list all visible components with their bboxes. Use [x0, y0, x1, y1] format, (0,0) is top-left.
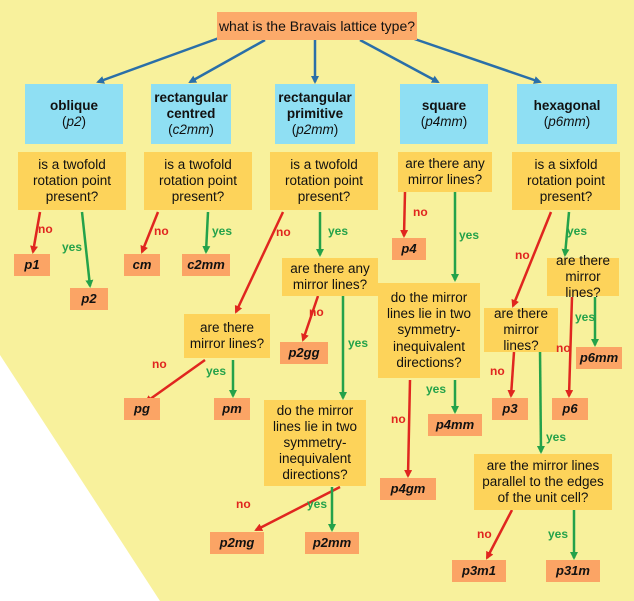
lattice-symbol: p2mm [296, 122, 334, 138]
lattice-oblique: oblique (p2) [25, 84, 123, 144]
lattice-rectangular-centred: rectangular centred (c2mm) [151, 84, 231, 144]
result-p3m1: p3m1 [452, 560, 506, 582]
label-yes: yes [212, 224, 233, 238]
result-p4gm: p4gm [380, 478, 436, 500]
result-p4mm: p4mm [428, 414, 482, 436]
label-no: no [154, 224, 169, 238]
lattice-name: rectangular primitive [278, 89, 352, 121]
lattice-name: rectangular centred [154, 89, 228, 121]
label-yes: yes [348, 336, 369, 350]
label-yes: yes [459, 228, 480, 242]
question-oblique-twofold: is a twofold rotation point present? [18, 152, 126, 210]
label-yes: yes [307, 497, 328, 511]
question-square-any-mirror: are there any mirror lines? [398, 152, 492, 192]
label-yes: yes [206, 364, 227, 378]
result-p1: p1 [14, 254, 50, 276]
arrow-root-hexagonal [399, 32, 542, 84]
question-primitive-any-mirror: are there any mirror lines? [282, 258, 378, 296]
lattice-rectangular-primitive: rectangular primitive (p2mm) [275, 84, 355, 144]
label-yes: yes [575, 310, 596, 324]
result-c2mm: c2mm [182, 254, 230, 276]
lattice-symbol: c2mm [172, 122, 210, 138]
label-no: no [38, 222, 53, 236]
label-no: no [276, 225, 291, 239]
label-no: no [236, 497, 251, 511]
label-no: no [309, 305, 324, 319]
arrow-root-centred [188, 38, 266, 84]
label-yes: yes [567, 224, 588, 238]
label-yes: yes [62, 240, 83, 254]
result-p31m: p31m [546, 560, 600, 582]
result-p2mm: p2mm [305, 532, 359, 554]
label-no: no [413, 205, 428, 219]
question-square-two-directions: do the mirror lines lie in two symmetry-… [378, 283, 480, 378]
result-pg: pg [124, 398, 160, 420]
label-yes: yes [546, 430, 567, 444]
lattice-name: hexagonal [533, 97, 601, 113]
result-p3: p3 [492, 398, 528, 420]
lattice-name: square [421, 97, 467, 113]
question-centred-twofold: is a twofold rotation point present? [144, 152, 252, 210]
question-hex-mirror-b: are there mirror lines? [484, 306, 558, 353]
label-yes: yes [328, 224, 349, 238]
label-no: no [477, 527, 492, 541]
label-yes: yes [548, 527, 569, 541]
label-no: no [490, 364, 505, 378]
lattice-name: oblique [50, 97, 98, 113]
label-no: no [391, 412, 406, 426]
arrow-root-oblique [96, 32, 231, 84]
lattice-square: square (p4mm) [400, 84, 488, 144]
label-no: no [556, 341, 571, 355]
result-cm: cm [124, 254, 160, 276]
question-hex-sixfold: is a sixfold rotation point present? [512, 152, 620, 210]
root-question: what is the Bravais lattice type? [217, 12, 417, 40]
label-no: no [152, 357, 167, 371]
lattice-symbol: p2 [66, 114, 82, 129]
label-yes: yes [426, 382, 447, 396]
question-primitive-twofold: is a twofold rotation point present? [270, 152, 378, 210]
lattice-symbol: p4mm [425, 114, 463, 129]
question-hex-parallel: are the mirror lines parallel to the edg… [474, 454, 612, 510]
result-pm: pm [214, 398, 250, 420]
label-no: no [515, 248, 530, 262]
result-p4: p4 [392, 238, 426, 260]
result-p6mm: p6mm [576, 347, 622, 369]
arrow-root-square [359, 38, 440, 84]
question-hex-mirror-a: are there mirror lines? [547, 253, 619, 300]
lattice-hexagonal: hexagonal (p6mm) [517, 84, 617, 144]
question-primitive-two-directions: do the mirror lines lie in two symmetry-… [264, 400, 366, 486]
result-p6: p6 [552, 398, 588, 420]
result-p2gg: p2gg [280, 342, 328, 364]
lattice-symbol: p6mm [548, 114, 586, 129]
result-p2mg: p2mg [210, 532, 264, 554]
result-p2: p2 [70, 288, 108, 310]
question-primitive-mirror: are there mirror lines? [184, 314, 270, 358]
